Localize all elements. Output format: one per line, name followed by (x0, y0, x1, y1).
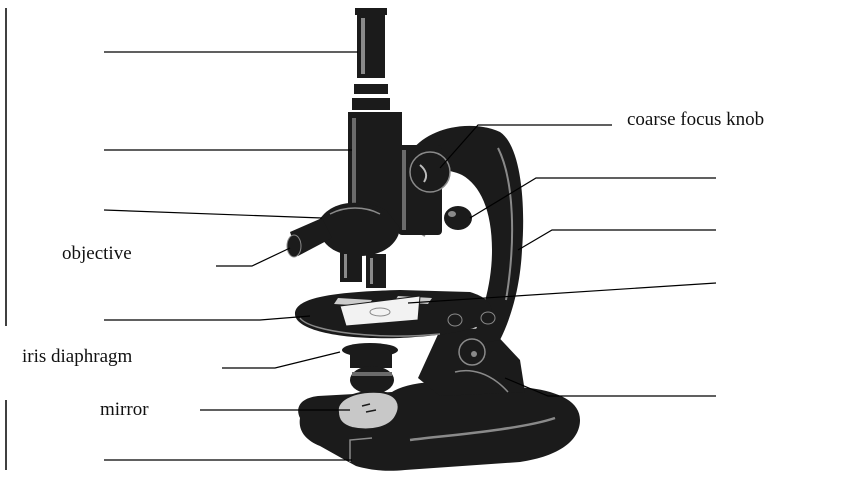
leader-nosepiece (104, 210, 322, 218)
leader-objective (216, 248, 290, 266)
label-iris-diaphragm: iris diaphragm (22, 347, 132, 366)
leader-arm (518, 230, 716, 250)
objective-lens-right (366, 254, 386, 288)
objective-lens-center (340, 250, 362, 282)
coarse-focus-knob (410, 152, 450, 192)
leader-stage (104, 316, 310, 320)
leader-iris-diaphragm (222, 352, 340, 368)
label-mirror: mirror (100, 400, 149, 419)
fine-focus-knob (444, 206, 472, 230)
microscope-base (298, 382, 580, 470)
label-objective: objective (62, 244, 132, 263)
label-coarse-focus-knob: coarse focus knob (627, 110, 764, 129)
